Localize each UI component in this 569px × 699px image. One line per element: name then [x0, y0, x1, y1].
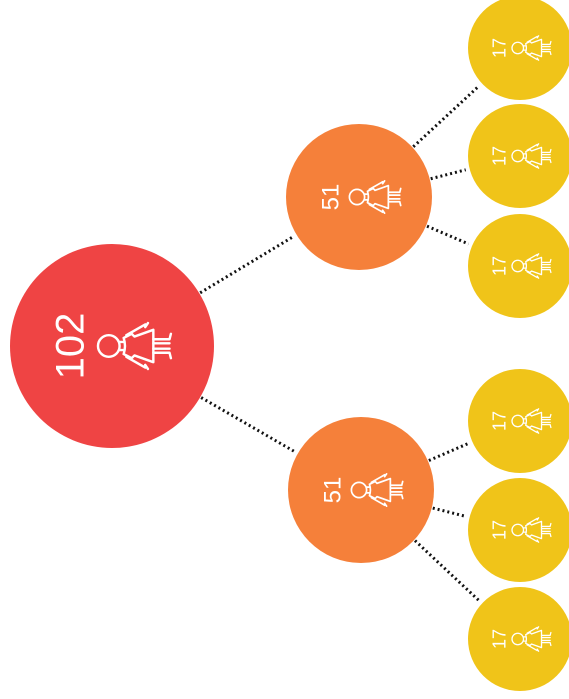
connector-group-2-to-leaf-3: [410, 536, 481, 602]
leaf-node-1-2: 17: [468, 104, 569, 208]
connector-root-to-group-2: [196, 393, 296, 453]
leaf-node-1-3-count-label: 17: [489, 256, 509, 276]
leaf-node-2-1-count-label: 17: [489, 411, 509, 431]
person-icon: [511, 143, 552, 169]
connector-layer: [195, 84, 481, 602]
person-icon: [350, 472, 404, 508]
leaf-node-2-3-circle: [468, 587, 569, 691]
leaf-node-1-1-circle: [468, 0, 569, 100]
leaf-node-1-3: 17: [468, 214, 569, 318]
connector-group-2-to-leaf-2: [427, 505, 467, 518]
person-icon: [511, 253, 552, 279]
group-node-1: 51: [286, 124, 432, 270]
leaf-node-1-2-count-label: 17: [489, 146, 509, 166]
connector-group-1-to-leaf-3: [421, 222, 470, 246]
leaf-node-2-3: 17: [468, 587, 569, 691]
person-icon: [511, 35, 552, 61]
leaf-node-2-2-count-label: 17: [489, 520, 509, 540]
leaf-node-2-1-circle: [468, 369, 569, 473]
group-node-2: 51: [288, 417, 434, 563]
leaf-node-2-3-count-label: 17: [489, 629, 509, 649]
group-node-2-count-label: 51: [320, 477, 347, 504]
connector-group-1-to-leaf-2: [425, 168, 467, 182]
leaf-node-2-1: 17: [468, 369, 569, 473]
person-icon: [511, 408, 552, 434]
group-node-2-circle: [288, 417, 434, 563]
person-icon: [511, 626, 552, 652]
root-node: 102: [10, 244, 214, 448]
node-layer: 102 51 17 17 17 51 17 17 17: [10, 0, 569, 691]
root-node-circle: [10, 244, 214, 448]
person-icon: [511, 517, 552, 543]
leaf-node-1-3-circle: [468, 214, 569, 318]
root-node-count-label: 102: [48, 313, 92, 380]
leaf-node-1-1: 17: [468, 0, 569, 100]
leaf-node-1-1-count-label: 17: [489, 38, 509, 58]
person-icon: [348, 179, 402, 215]
person-icon: [96, 321, 173, 371]
connector-group-2-to-leaf-1: [423, 441, 470, 464]
group-node-1-circle: [286, 124, 432, 270]
connector-group-1-to-leaf-1: [408, 84, 480, 152]
leaf-node-2-2-circle: [468, 478, 569, 582]
group-node-1-count-label: 51: [318, 184, 345, 211]
leaf-node-1-2-circle: [468, 104, 569, 208]
leaf-node-2-2: 17: [468, 478, 569, 582]
connector-root-to-group-1: [195, 235, 294, 297]
